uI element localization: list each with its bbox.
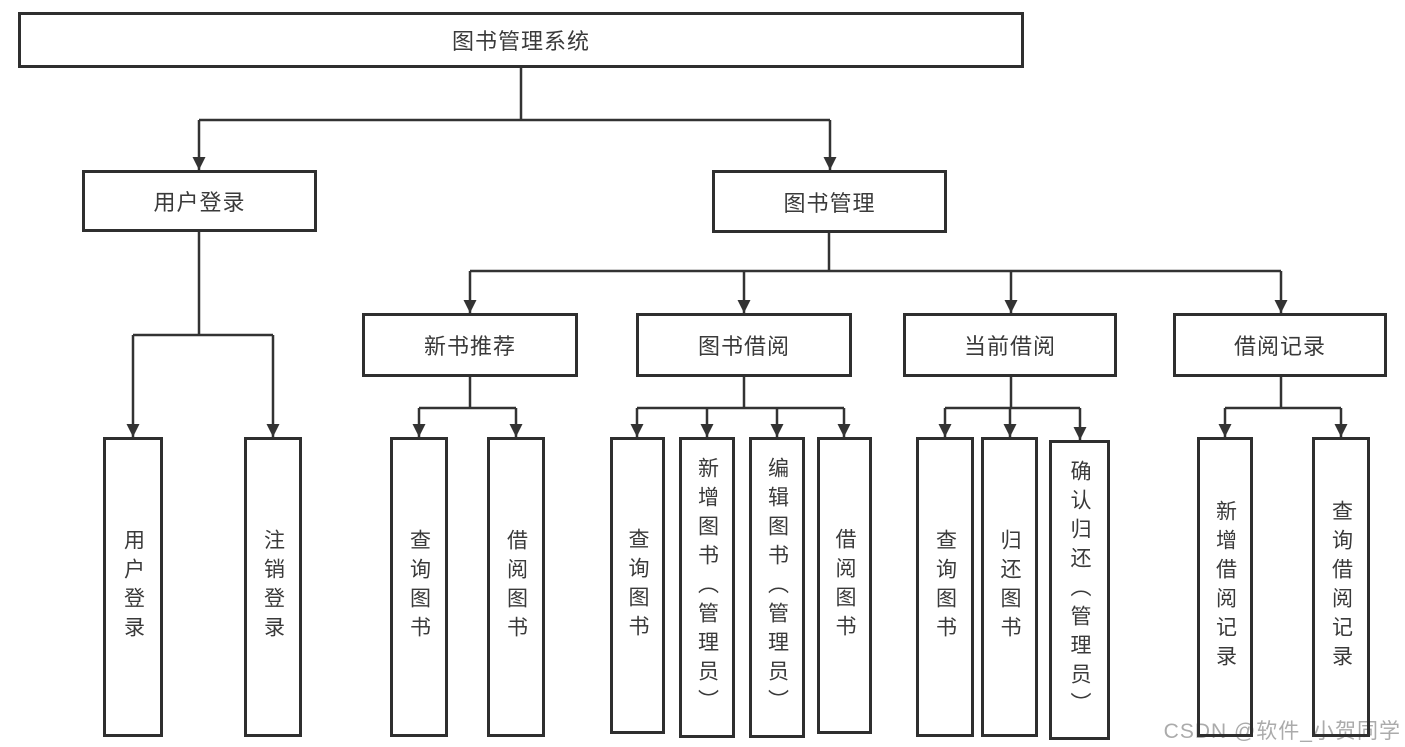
node-borrow-records: 借阅记录 [1173, 313, 1387, 377]
node-label: 图书管理 [783, 190, 876, 216]
leaf-query-books-current: 查询图书 [916, 437, 974, 737]
node-library-management-system: 图书管理系统 [18, 12, 1024, 68]
node-user-login: 用户登录 [82, 170, 317, 232]
node-label: 图书借阅 [697, 334, 790, 359]
node-label: 图书管理系统 [451, 29, 590, 54]
node-current-borrow: 当前借阅 [903, 313, 1117, 377]
node-new-book-recommend: 新书推荐 [362, 313, 578, 377]
leaf-logout: 注销登录 [244, 437, 302, 737]
leaf-label: 新增图书（管理员） [695, 457, 719, 718]
leaf-query-books-borrow: 查询图书 [610, 437, 665, 734]
leaf-label: 查询图书 [626, 527, 650, 644]
leaf-label: 用户登录 [121, 529, 145, 645]
node-label: 新书推荐 [423, 334, 516, 359]
leaf-confirm-return-admin: 确认归还（管理员） [1049, 440, 1110, 740]
leaf-label: 查询借阅记录 [1329, 500, 1353, 674]
leaf-label: 归还图书 [998, 529, 1022, 645]
leaf-query-books-recommend: 查询图书 [390, 437, 448, 737]
leaf-query-borrow-record: 查询借阅记录 [1312, 437, 1370, 737]
leaf-label: 编辑图书（管理员） [765, 457, 789, 718]
leaf-edit-book-admin: 编辑图书（管理员） [749, 437, 805, 738]
leaf-borrow-books-recommend: 借阅图书 [487, 437, 545, 737]
node-book-borrow: 图书借阅 [636, 313, 852, 377]
csdn-watermark: CSDN @软件_小贺同学 [1163, 720, 1401, 743]
leaf-borrow-books: 借阅图书 [817, 437, 872, 734]
node-label: 当前借阅 [963, 334, 1056, 359]
node-label: 借阅记录 [1233, 334, 1326, 359]
leaf-label: 新增借阅记录 [1213, 500, 1237, 674]
leaf-label: 注销登录 [261, 529, 285, 645]
leaf-user-login: 用户登录 [103, 437, 163, 737]
leaf-label: 确认归还（管理员） [1068, 459, 1092, 721]
leaf-return-books: 归还图书 [981, 437, 1038, 737]
leaf-label: 查询图书 [407, 529, 431, 645]
leaf-label: 查询图书 [933, 529, 957, 645]
node-label: 用户登录 [153, 190, 246, 215]
leaf-add-borrow-record: 新增借阅记录 [1197, 437, 1253, 737]
leaf-add-book-admin: 新增图书（管理员） [679, 437, 735, 738]
leaf-label: 借阅图书 [833, 527, 857, 644]
node-book-management: 图书管理 [712, 170, 947, 233]
leaf-label: 借阅图书 [504, 529, 528, 645]
